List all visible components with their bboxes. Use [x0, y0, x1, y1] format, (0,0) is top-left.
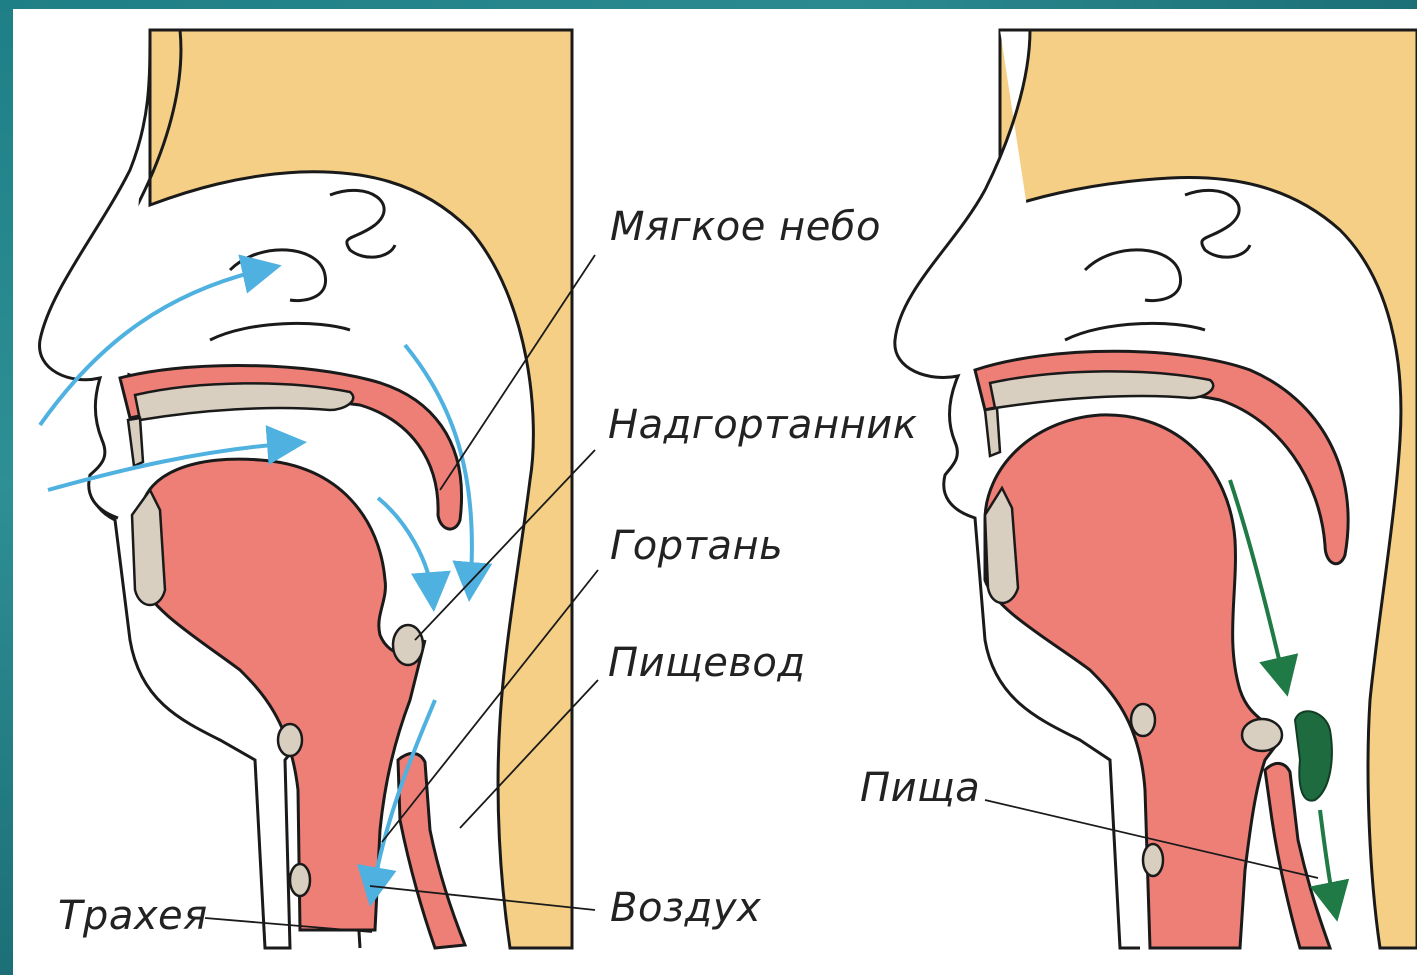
- food-arrow-1: [1230, 480, 1285, 685]
- left-esophagus: [398, 753, 465, 948]
- right-palate-bone: [990, 371, 1213, 408]
- left-turbinate-lower: [210, 323, 350, 340]
- right-epiglottis: [1242, 719, 1282, 751]
- label-food: Пища: [860, 765, 980, 811]
- right-turbinate-upper: [1185, 190, 1250, 257]
- label-trachea: Трахея: [58, 893, 208, 939]
- right-cartilage-1: [1131, 704, 1155, 736]
- left-cartilage-1: [278, 724, 302, 756]
- label-air: Воздух: [610, 885, 761, 931]
- left-cartilage-2: [290, 864, 310, 896]
- right-turbinate-middle: [1085, 250, 1181, 301]
- label-soft-palate: Мягкое небо: [610, 204, 881, 250]
- left-panel-breathing: [40, 30, 572, 948]
- label-epiglottis: Надгортанник: [608, 402, 917, 448]
- label-larynx: Гортань: [610, 523, 783, 569]
- label-esophagus: Пищевод: [608, 640, 806, 686]
- right-turbinate-lower: [1065, 323, 1205, 340]
- food-arrow-2: [1320, 810, 1335, 910]
- left-turbinate-upper: [330, 190, 395, 257]
- left-upper-tooth: [128, 418, 143, 466]
- left-palate-bone: [135, 383, 353, 420]
- food-bolus: [1295, 711, 1332, 800]
- left-tongue: [140, 459, 425, 930]
- right-cartilage-2: [1143, 844, 1163, 876]
- left-epiglottis: [393, 625, 423, 665]
